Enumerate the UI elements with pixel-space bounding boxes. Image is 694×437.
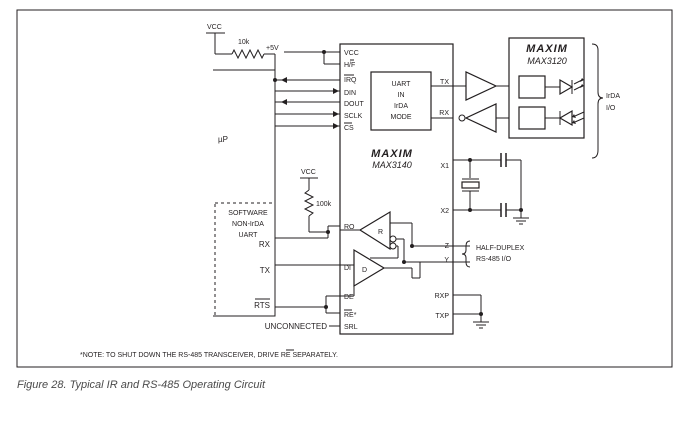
pin-rx: RX: [439, 110, 449, 117]
pin-de: DE: [344, 294, 354, 301]
pin-di: DI: [344, 265, 351, 272]
max3120-part: MAX3120: [527, 56, 567, 66]
ir-photodiode: [558, 109, 573, 127]
software-uart-line2: NON-IrDA: [232, 221, 264, 228]
rx-buffer: [464, 103, 497, 133]
pin-tx: TX: [440, 79, 449, 86]
diagram-frame: [16, 9, 673, 368]
pin-cs: CS: [344, 125, 354, 132]
max3120-rx-block: [518, 106, 546, 130]
uP-tx-label: TX: [260, 266, 271, 275]
irda-io-line1: IrDA: [606, 93, 620, 100]
pin-rxp: RXP: [435, 293, 450, 300]
crystal: [461, 181, 480, 189]
uart-block-line3: IrDA: [394, 103, 408, 110]
max3120-logo: MAXIM: [526, 43, 568, 55]
pin-x1: X1: [440, 163, 449, 170]
uart-block-line4: MODE: [391, 114, 412, 121]
resistor-100k: [303, 189, 315, 217]
microcontroller-label: µP: [218, 135, 228, 144]
software-uart-line1: SOFTWARE: [228, 210, 268, 217]
software-uart-line3: UART: [239, 232, 259, 239]
pin-re: RE*: [344, 312, 357, 319]
driver-label: D: [362, 267, 367, 274]
pin-irq: IRQ: [344, 77, 357, 84]
pin-din: DIN: [344, 90, 356, 97]
pin-hf: H/F: [344, 62, 355, 69]
irda-io-brace: [591, 43, 604, 159]
figure-caption: Figure 28. Typical IR and RS-485 Operati…: [17, 379, 266, 391]
max3120-tx-block: [518, 75, 546, 99]
pin-dout: DOUT: [344, 101, 365, 108]
receiver-label: R: [378, 229, 383, 236]
uart-block-line2: IN: [398, 92, 405, 99]
pin-x2: X2: [440, 208, 449, 215]
uart-irda-block: [370, 71, 432, 131]
max3140-logo: MAXIM: [371, 148, 413, 160]
uart-block-line1: UART: [392, 81, 412, 88]
plus5v-label: +5V: [266, 45, 279, 52]
rs485-line1: HALF-DUPLEX: [476, 245, 525, 252]
uP-rx-label: RX: [259, 240, 271, 249]
pin-sclk: SCLK: [344, 113, 363, 120]
pin-ro: RO: [344, 224, 355, 231]
resistor-10k-label: 10k: [238, 39, 250, 46]
vcc-top-label: VCC: [207, 24, 222, 31]
resistor-10k: [231, 48, 265, 60]
irda-io-line2: I/O: [606, 105, 616, 112]
resistor-100k-label: 100k: [316, 201, 332, 208]
receiver-triangle: [358, 210, 391, 251]
pin-y: Y: [444, 257, 449, 264]
pin-vcc: VCC: [344, 50, 359, 57]
ir-led: [559, 78, 574, 96]
shutdown-note: *NOTE: TO SHUT DOWN THE RS-485 TRANSCEIV…: [80, 352, 338, 359]
pin-txp: TXP: [435, 313, 449, 320]
rs485-line2: RS-485 I/O: [476, 256, 512, 263]
vcc-mid-label: VCC: [301, 169, 316, 176]
driver-triangle: [353, 248, 386, 288]
rs485-brace: [461, 240, 471, 268]
microcontroller-outline: [213, 69, 276, 317]
pin-srl: SRL: [344, 324, 358, 331]
tx-buffer: [465, 71, 498, 101]
uP-rts-label: RTS: [254, 301, 270, 310]
software-uart-outline: [214, 202, 276, 317]
max3140-part: MAX3140: [372, 160, 412, 170]
unconnected-label: UNCONNECTED: [265, 322, 327, 331]
